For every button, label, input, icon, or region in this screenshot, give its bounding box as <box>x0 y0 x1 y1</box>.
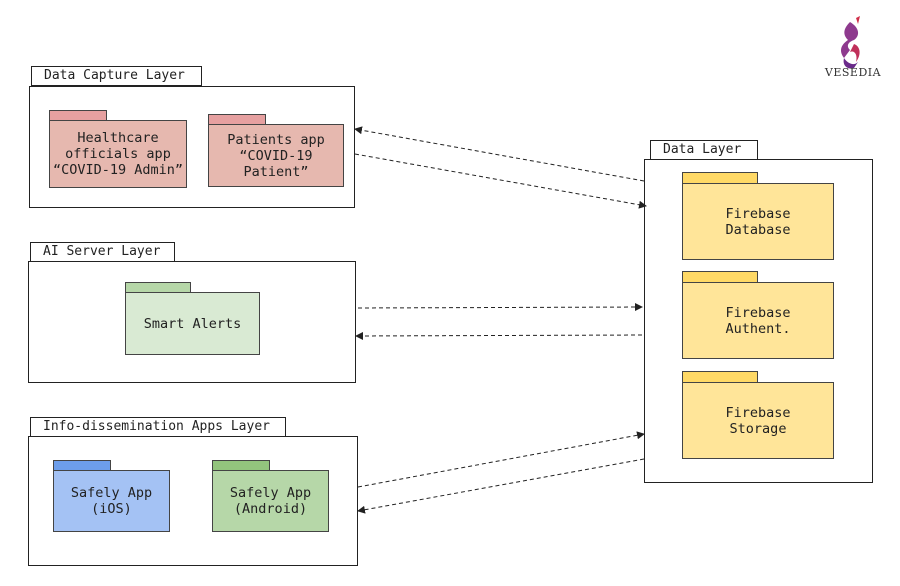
arrow-data-to-info <box>357 458 645 514</box>
data-capture-layer-title: Data Capture Layer <box>31 66 202 86</box>
arrow-capture-to-data <box>354 153 647 209</box>
healthcare-officials-app-folder: Healthcare officials app “COVID-19 Admin… <box>49 120 187 188</box>
arrow-ai-to-data <box>357 303 643 312</box>
firebase-database-folder: Firebase Database <box>682 183 834 260</box>
logo-text: VESEDIA <box>824 66 882 79</box>
firebase-authent-folder: Firebase Authent. <box>682 282 834 359</box>
safely-app-ios-folder: Safely App (iOS) <box>53 470 170 532</box>
firebase-storage-folder: Firebase Storage <box>682 382 834 459</box>
arrow-info-to-data <box>357 431 645 488</box>
ai-server-layer-title: AI Server Layer <box>30 242 175 262</box>
vesedia-logo-icon <box>841 16 860 69</box>
data-layer-title: Data Layer <box>650 140 758 160</box>
info-dissemination-layer-title: Info-dissemination Apps Layer <box>30 417 286 437</box>
smart-alerts-folder: Smart Alerts <box>125 292 260 355</box>
arrow-data-to-ai <box>355 331 643 340</box>
patients-app-folder: Patients app “COVID-19 Patient” <box>208 124 344 187</box>
arrow-data-to-capture <box>354 126 645 182</box>
safely-app-android-folder: Safely App (Android) <box>212 470 329 532</box>
